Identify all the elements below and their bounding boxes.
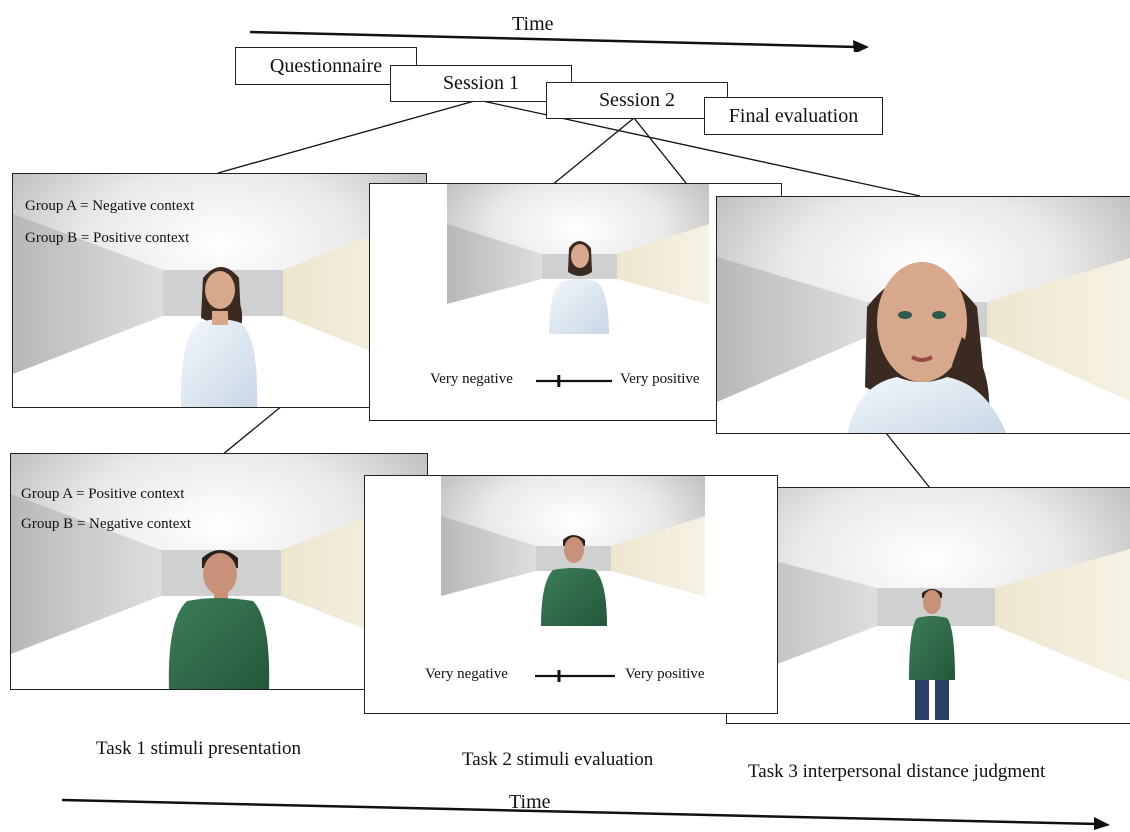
- s2-scale-right-label: Very positive: [625, 666, 705, 682]
- session2-task2-panel: Very negative Very positive: [364, 475, 778, 714]
- task-3-caption: Task 3 interpersonal distance judgment: [748, 761, 1046, 782]
- male-avatar-far: [909, 589, 955, 720]
- room-scene: [365, 476, 777, 713]
- room-scene: [11, 454, 427, 689]
- s1-scale-left-label: Very negative: [430, 371, 513, 387]
- session-2-box: Session 2: [546, 82, 728, 119]
- session1-task3-panel: [716, 196, 1130, 434]
- s1-rating-slider[interactable]: [534, 373, 614, 389]
- top-time-label: Time: [512, 13, 554, 35]
- final-evaluation-box: Final evaluation: [704, 97, 883, 135]
- s1-group-b-text: Group B = Positive context: [25, 230, 190, 246]
- session1-task1-panel: Group A = Negative context Group B = Pos…: [12, 173, 427, 408]
- final-evaluation-label: Final evaluation: [728, 104, 859, 127]
- session-1-box: Session 1: [390, 65, 572, 102]
- slider-thumb: [557, 670, 561, 682]
- session1-task2-panel: Very negative Very positive: [369, 183, 782, 421]
- slider-thumb: [557, 375, 561, 387]
- top-time-arrow: [249, 30, 869, 52]
- room-scene: [727, 488, 1130, 723]
- s2-group-a-text: Group A = Positive context: [21, 486, 185, 502]
- session2-task3-panel: [726, 487, 1130, 724]
- session-2-label: Session 2: [598, 89, 676, 111]
- bottom-time-label: Time: [509, 791, 551, 813]
- s1-scale-right-label: Very positive: [620, 371, 700, 387]
- female-avatar: [549, 241, 609, 334]
- female-avatar: [180, 267, 258, 407]
- bottom-time-arrow: [61, 798, 1110, 830]
- task-2-caption: Task 2 stimuli evaluation: [462, 749, 654, 770]
- room-scene: [717, 197, 1130, 433]
- s2-group-b-text: Group B = Negative context: [21, 516, 192, 532]
- task-1-caption: Task 1 stimuli presentation: [96, 738, 302, 759]
- s2-scale-left-label: Very negative: [425, 666, 508, 682]
- questionnaire-label: Questionnaire: [269, 54, 383, 77]
- s2-rating-slider[interactable]: [533, 668, 617, 684]
- room-scene: [370, 184, 781, 420]
- session-1-label: Session 1: [442, 72, 520, 94]
- s1-group-a-text: Group A = Negative context: [25, 198, 195, 214]
- session2-task1-panel: Group A = Positive context Group B = Neg…: [10, 453, 428, 690]
- male-avatar: [168, 550, 270, 689]
- male-avatar: [541, 535, 607, 626]
- female-avatar-closeup: [847, 262, 1007, 433]
